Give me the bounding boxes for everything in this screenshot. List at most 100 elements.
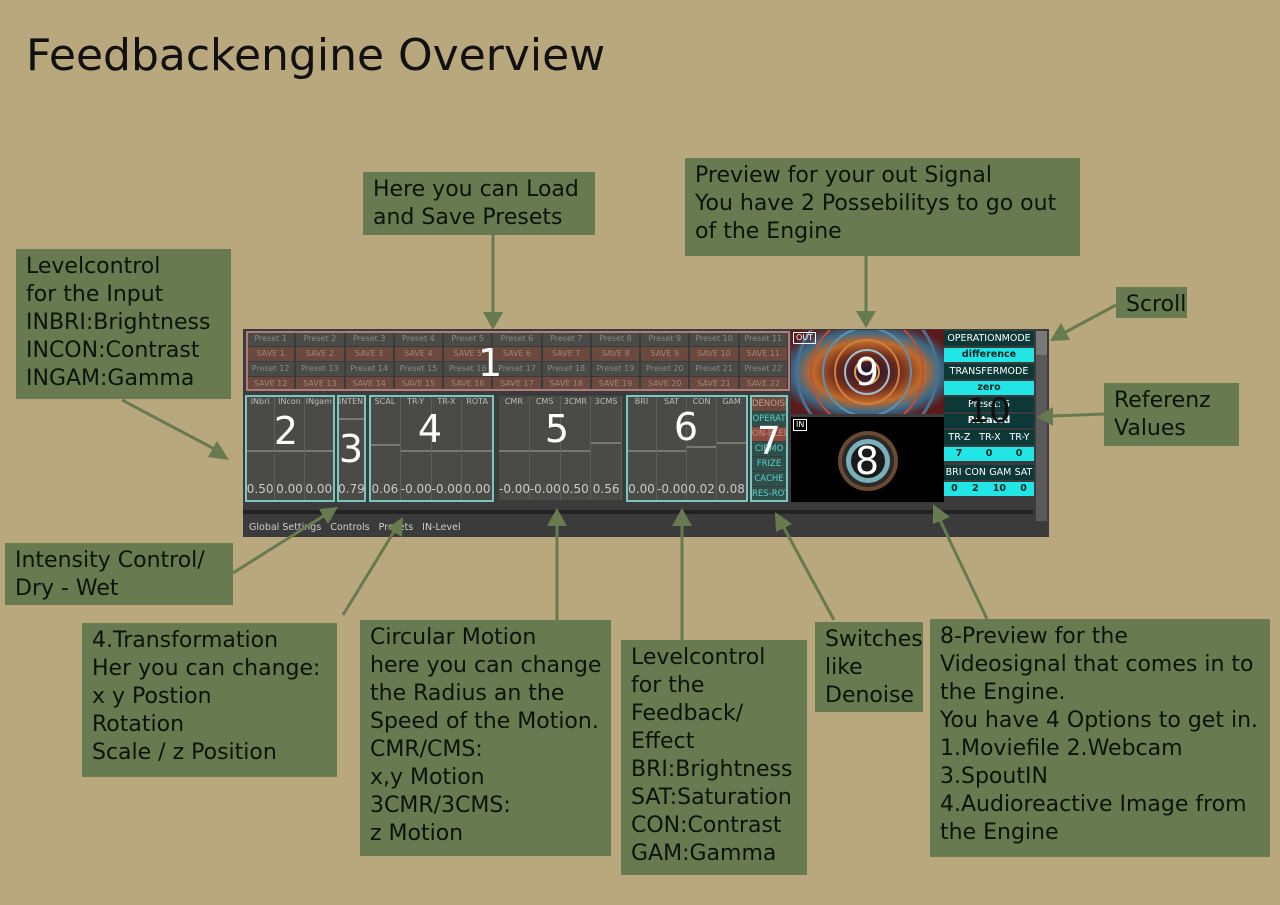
switch-toggle[interactable]: OPERAT	[752, 412, 786, 426]
preset-save-button[interactable]: SAVE 2	[296, 347, 344, 361]
preset-load-button[interactable]: Preset 2	[296, 332, 344, 346]
callout-preview-in-line: 8-Preview for the	[940, 624, 1128, 649]
tab-in-level[interactable]: IN-Level	[422, 522, 461, 533]
switch-toggle[interactable]: ON-BLED	[752, 427, 786, 441]
color-values: 0 2 10 0	[944, 482, 1034, 496]
preset-load-button[interactable]: Preset 20	[641, 362, 689, 376]
preset-load-button[interactable]: Preset 22	[739, 362, 787, 376]
preview-out: OUT 9	[791, 330, 944, 414]
preset-save-button[interactable]: SAVE 7	[542, 347, 590, 361]
preset-load-button[interactable]: Preset 12	[247, 362, 295, 376]
fader-level-line	[591, 442, 621, 444]
preset-save-button[interactable]: SAVE 15	[394, 377, 443, 391]
preset-save-button[interactable]: SAVE 20	[641, 377, 689, 391]
fader-label: SAT	[664, 397, 679, 406]
tab-controls[interactable]: Controls	[330, 522, 370, 533]
fader[interactable]: CMR-0.00	[499, 396, 530, 500]
preset-load-button[interactable]: Preset 13	[296, 362, 344, 376]
callout-scroll: Scroll	[1116, 287, 1187, 318]
fader[interactable]: CMS-0.00	[529, 396, 561, 500]
preset-save-button[interactable]: SAVE 13	[296, 377, 344, 391]
horizontal-scroll-track[interactable]	[243, 510, 1033, 514]
preset-save-button[interactable]: SAVE 22	[739, 377, 787, 391]
fader[interactable]: SAT-0.00	[657, 396, 688, 500]
preset-load-button[interactable]: Preset 17	[493, 362, 541, 376]
callout-referenz-line: Values	[1114, 416, 1186, 441]
switch-toggle[interactable]: CACHE	[752, 472, 786, 486]
preset-save-button[interactable]: SAVE 4	[394, 347, 443, 361]
section-number-5: 5	[544, 407, 570, 451]
preset-load-button[interactable]: Preset 14	[345, 362, 393, 376]
transfermode-value[interactable]: zero	[944, 381, 1034, 395]
effect-highlight	[626, 395, 748, 502]
fader-level-line	[657, 450, 686, 452]
tab-presets[interactable]: Presets	[378, 522, 414, 533]
callout-preview-out-line: You have 2 Possebilitys to go out	[695, 191, 1057, 216]
preset-save-button[interactable]: SAVE 6	[493, 347, 541, 361]
operationmode-value[interactable]: difference	[944, 348, 1034, 362]
arrowhead-input	[208, 441, 229, 460]
preset-load-button[interactable]: Preset 5	[444, 332, 492, 346]
switch-column: DENOISEOPERATON-BLEDCIRMOFRIZECACHERES-R…	[750, 395, 788, 502]
preset-save-button[interactable]: SAVE 8	[591, 347, 640, 361]
preset-save-button[interactable]: SAVE 1	[247, 347, 295, 361]
preset-save-button[interactable]: SAVE 10	[690, 347, 738, 361]
preset-save-button[interactable]: SAVE 19	[591, 377, 640, 391]
preset-load-button[interactable]: Preset 10	[690, 332, 738, 346]
fader-label: CMS	[535, 397, 554, 406]
preset-save-button[interactable]: SAVE 18	[542, 377, 590, 391]
scroll-thumb[interactable]	[1036, 331, 1047, 355]
intensity-highlight	[337, 395, 366, 502]
preset-load-button[interactable]: Preset 1	[247, 332, 295, 346]
fader-label: TR-Y	[407, 397, 425, 406]
preset-save-button[interactable]: SAVE 12	[247, 377, 295, 391]
preset-save-button[interactable]: SAVE 11	[739, 347, 787, 361]
preset-save-button[interactable]: SAVE 3	[345, 347, 393, 361]
preset-load-button[interactable]: Preset 11	[739, 332, 787, 346]
preset-load-button[interactable]: Preset 7	[542, 332, 590, 346]
preset-save-button[interactable]: SAVE 5	[444, 347, 492, 361]
preset-load-button[interactable]: Preset 18	[542, 362, 590, 376]
preset-load-button[interactable]: Preset 16	[444, 362, 492, 376]
preset-load-button[interactable]: Preset 4	[394, 332, 443, 346]
tab-global-settings[interactable]: Global Settings	[249, 522, 322, 533]
preset-save-button[interactable]: SAVE 21	[690, 377, 738, 391]
preset-load-button[interactable]: Preset 21	[690, 362, 738, 376]
switch-toggle[interactable]: FRIZE	[752, 457, 786, 471]
preset-save-button[interactable]: SAVE 16	[444, 377, 492, 391]
preset-save-button[interactable]: SAVE 17	[493, 377, 541, 391]
preset-save-button[interactable]: SAVE 14	[345, 377, 393, 391]
switch-toggle[interactable]: DENOISE	[752, 397, 786, 411]
tr-z-header: TR-Z	[948, 432, 971, 443]
preset-load-button[interactable]: Preset 3	[345, 332, 393, 346]
section-number-4: 4	[417, 407, 443, 451]
preset-save-button[interactable]: SAVE 9	[641, 347, 689, 361]
section-number-1: 1	[478, 341, 503, 385]
tr-headers: TR-Z TR-X TR-Y	[944, 430, 1034, 445]
preset-load-button[interactable]: Preset 19	[591, 362, 640, 376]
con-value: 2	[971, 483, 979, 494]
callout-intensity-line: Dry - Wet	[15, 576, 119, 601]
preset-load-button[interactable]: Preset 15	[394, 362, 443, 376]
vertical-scrollbar[interactable]	[1036, 331, 1047, 521]
fader[interactable]: TR-Y-0.00	[400, 396, 432, 500]
fader[interactable]: TR-X-0.00	[431, 396, 463, 500]
switch-toggle[interactable]: RES-ROT	[752, 487, 786, 500]
preset-load-button[interactable]: Preset 9	[641, 332, 689, 346]
preset-load-button[interactable]: Preset 8	[591, 332, 640, 346]
callout-feedback-level-line: SAT:Saturation	[631, 785, 792, 810]
switch-toggle[interactable]: CIRMO	[752, 442, 786, 456]
preset-load-button[interactable]: Preset 6	[493, 332, 541, 346]
